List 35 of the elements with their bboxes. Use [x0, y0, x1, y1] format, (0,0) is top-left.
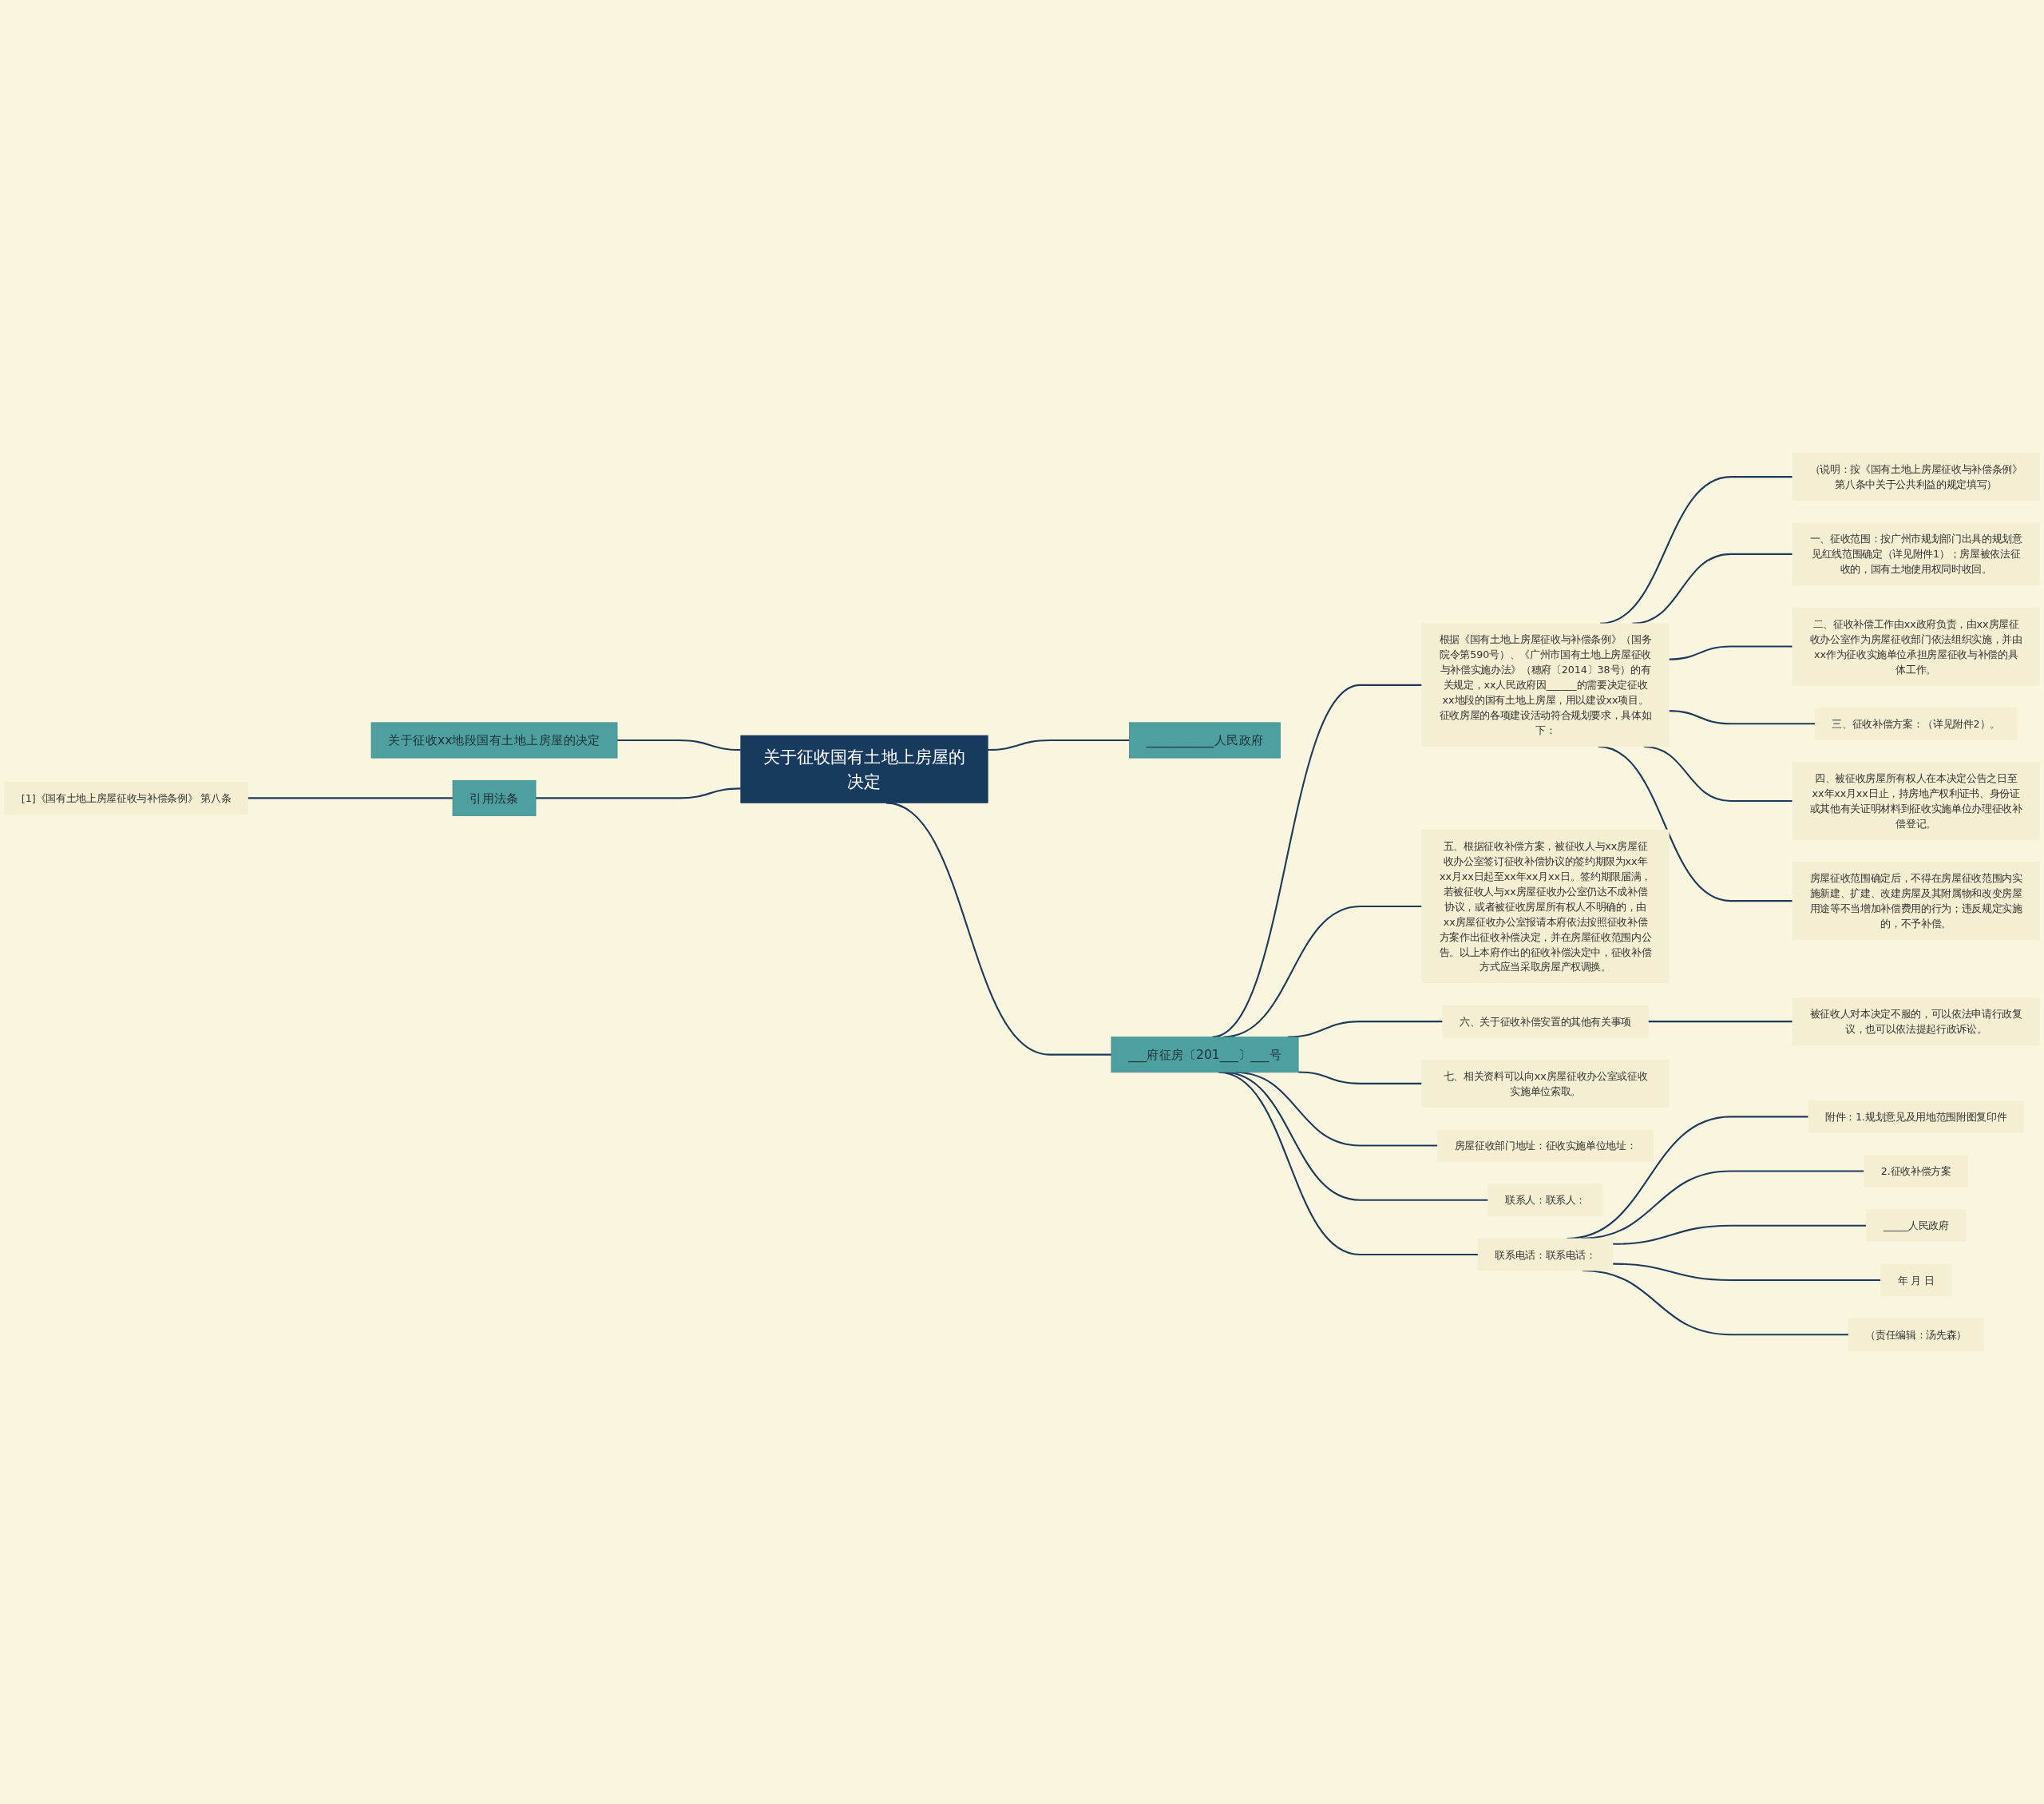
- connector: [1612, 1263, 1881, 1282]
- node-box: 关于征收国有土地上房屋的决定: [740, 735, 988, 803]
- connector: [988, 739, 1130, 751]
- node-box: 被征收人对本决定不服的，可以依法申请行政复议，也可以依法提起行政诉讼。: [1792, 997, 2040, 1046]
- node-box: 六、关于征收补偿安置的其他有关事项: [1442, 1005, 1649, 1038]
- node-box: 附件：1.规划意见及用地范围附图复印件: [1808, 1100, 2024, 1133]
- node-box: 二、征收补偿工作由xx政府负责，由xx房屋征收办公室作为房屋征收部门依法组织实施，并由xx作为征收实施单位承担房屋征收与补偿的具体工作。: [1792, 607, 2040, 686]
- node-box: ___________人民政府: [1129, 722, 1281, 759]
- node-box: 房屋征收部门地址：征收实施单位地址：: [1437, 1129, 1654, 1162]
- connector: [1648, 1021, 1792, 1023]
- node-box: 一、征收范围：按广州市规划部门出具的规划意见红线范围确定（详见附件1）；房屋被依法征收的，国有土地使用权同时收回。: [1792, 522, 2040, 586]
- node-box: 联系电话：联系电话：: [1477, 1238, 1614, 1271]
- connector: [1298, 1071, 1422, 1084]
- node-box: [1]《国有土地上房屋征收与补偿条例》 第八条: [4, 782, 248, 815]
- node-box: ___府征房〔201___〕___号: [1111, 1037, 1299, 1073]
- node-box: 引用法条: [452, 780, 537, 816]
- connector: [536, 787, 741, 799]
- node-box: （说明：按《国有土地上房屋征收与补偿条例》第八条中关于公共利益的规定填写）: [1792, 453, 2040, 502]
- node-box: 房屋征收范围确定后，不得在房屋征收范围内实施新建、扩建、改建房屋及其附属物和改变房屋用途等不当增加补偿费用的行为；违反规定实施的，不予补偿。: [1792, 862, 2040, 941]
- node-box: 五、根据征收补偿方案，被征收人与xx房屋征收办公室签订征收补偿协议的签约期限为xx年xx月xx日起至xx年xx月xx日。签约期限届满，若被征收人与xx房屋征收办公室仍达不成补偿协议，或者被征收房屋所有权人不明确的，由xx房屋征收办公室报请本府依法按照征收补偿方案作出征收补偿决定，并在房屋征收范围内公告。以上本府作出的征收补偿决定中，征收补偿方式应当采取房屋产权调换。: [1421, 829, 1670, 984]
- node-box: 年 月 日: [1880, 1263, 1952, 1297]
- node-box: 联系人：联系人：: [1487, 1184, 1603, 1217]
- connector: [1612, 1224, 1867, 1245]
- node-box: 七、相关资料可以向xx房屋征收办公室或征收实施单位索取。: [1421, 1060, 1670, 1108]
- node-box: 2.征收补偿方案: [1864, 1155, 1969, 1187]
- node-box: 四、被征收房屋所有权人在本决定公告之日至xx年xx月xx日止，持房地产权利证书、身份证或其他有关证明材料到征收实施单位办理征收补偿登记。: [1792, 762, 2040, 840]
- node-box: 关于征收xx地段国有土地上房屋的决定: [370, 722, 618, 759]
- connector: [1669, 710, 1816, 725]
- connector: [617, 739, 741, 751]
- connector: [248, 797, 453, 799]
- node-box: _____人民政府: [1866, 1209, 1967, 1243]
- node-box: 根据《国有土地上房屋征收与补偿条例》（国务院令第590号）、《广州市国有土地上房屋征收与补偿实施办法》（穗府〔2014〕38号）的有关规定，xx人民政府因______的需要决定征收xx地段的国有土地上房屋，用以建设xx项目。征收房屋的各项建设活动符合规划要求，具体如下：: [1421, 623, 1670, 747]
- connector: [1669, 645, 1792, 660]
- node-box: （责任编辑：汤先森）: [1848, 1318, 1984, 1351]
- node-box: 三、征收补偿方案：（详见附件2）。: [1814, 707, 2018, 740]
